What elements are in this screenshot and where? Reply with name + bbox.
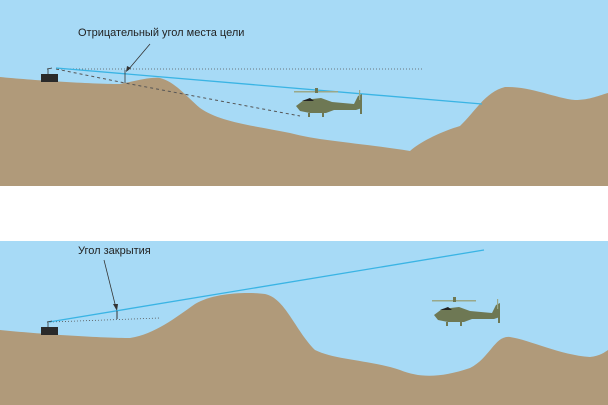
radar-antenna-icon (46, 67, 53, 74)
label-arrow (103, 259, 117, 309)
radar-station (41, 327, 58, 335)
label-arrow (127, 43, 151, 71)
terrain (0, 77, 608, 186)
radar-beam (55, 67, 483, 105)
horizon-line (49, 317, 161, 323)
terrain (0, 293, 608, 405)
panel-top (0, 0, 608, 186)
panel-bottom (0, 241, 608, 405)
masking-angle-label: Угол закрытия (78, 245, 151, 257)
radar-antenna-icon (46, 320, 53, 327)
radar-station (41, 74, 58, 82)
radar-beam (48, 249, 485, 323)
negative-elevation-label: Отрицательный угол места цели (78, 27, 245, 39)
